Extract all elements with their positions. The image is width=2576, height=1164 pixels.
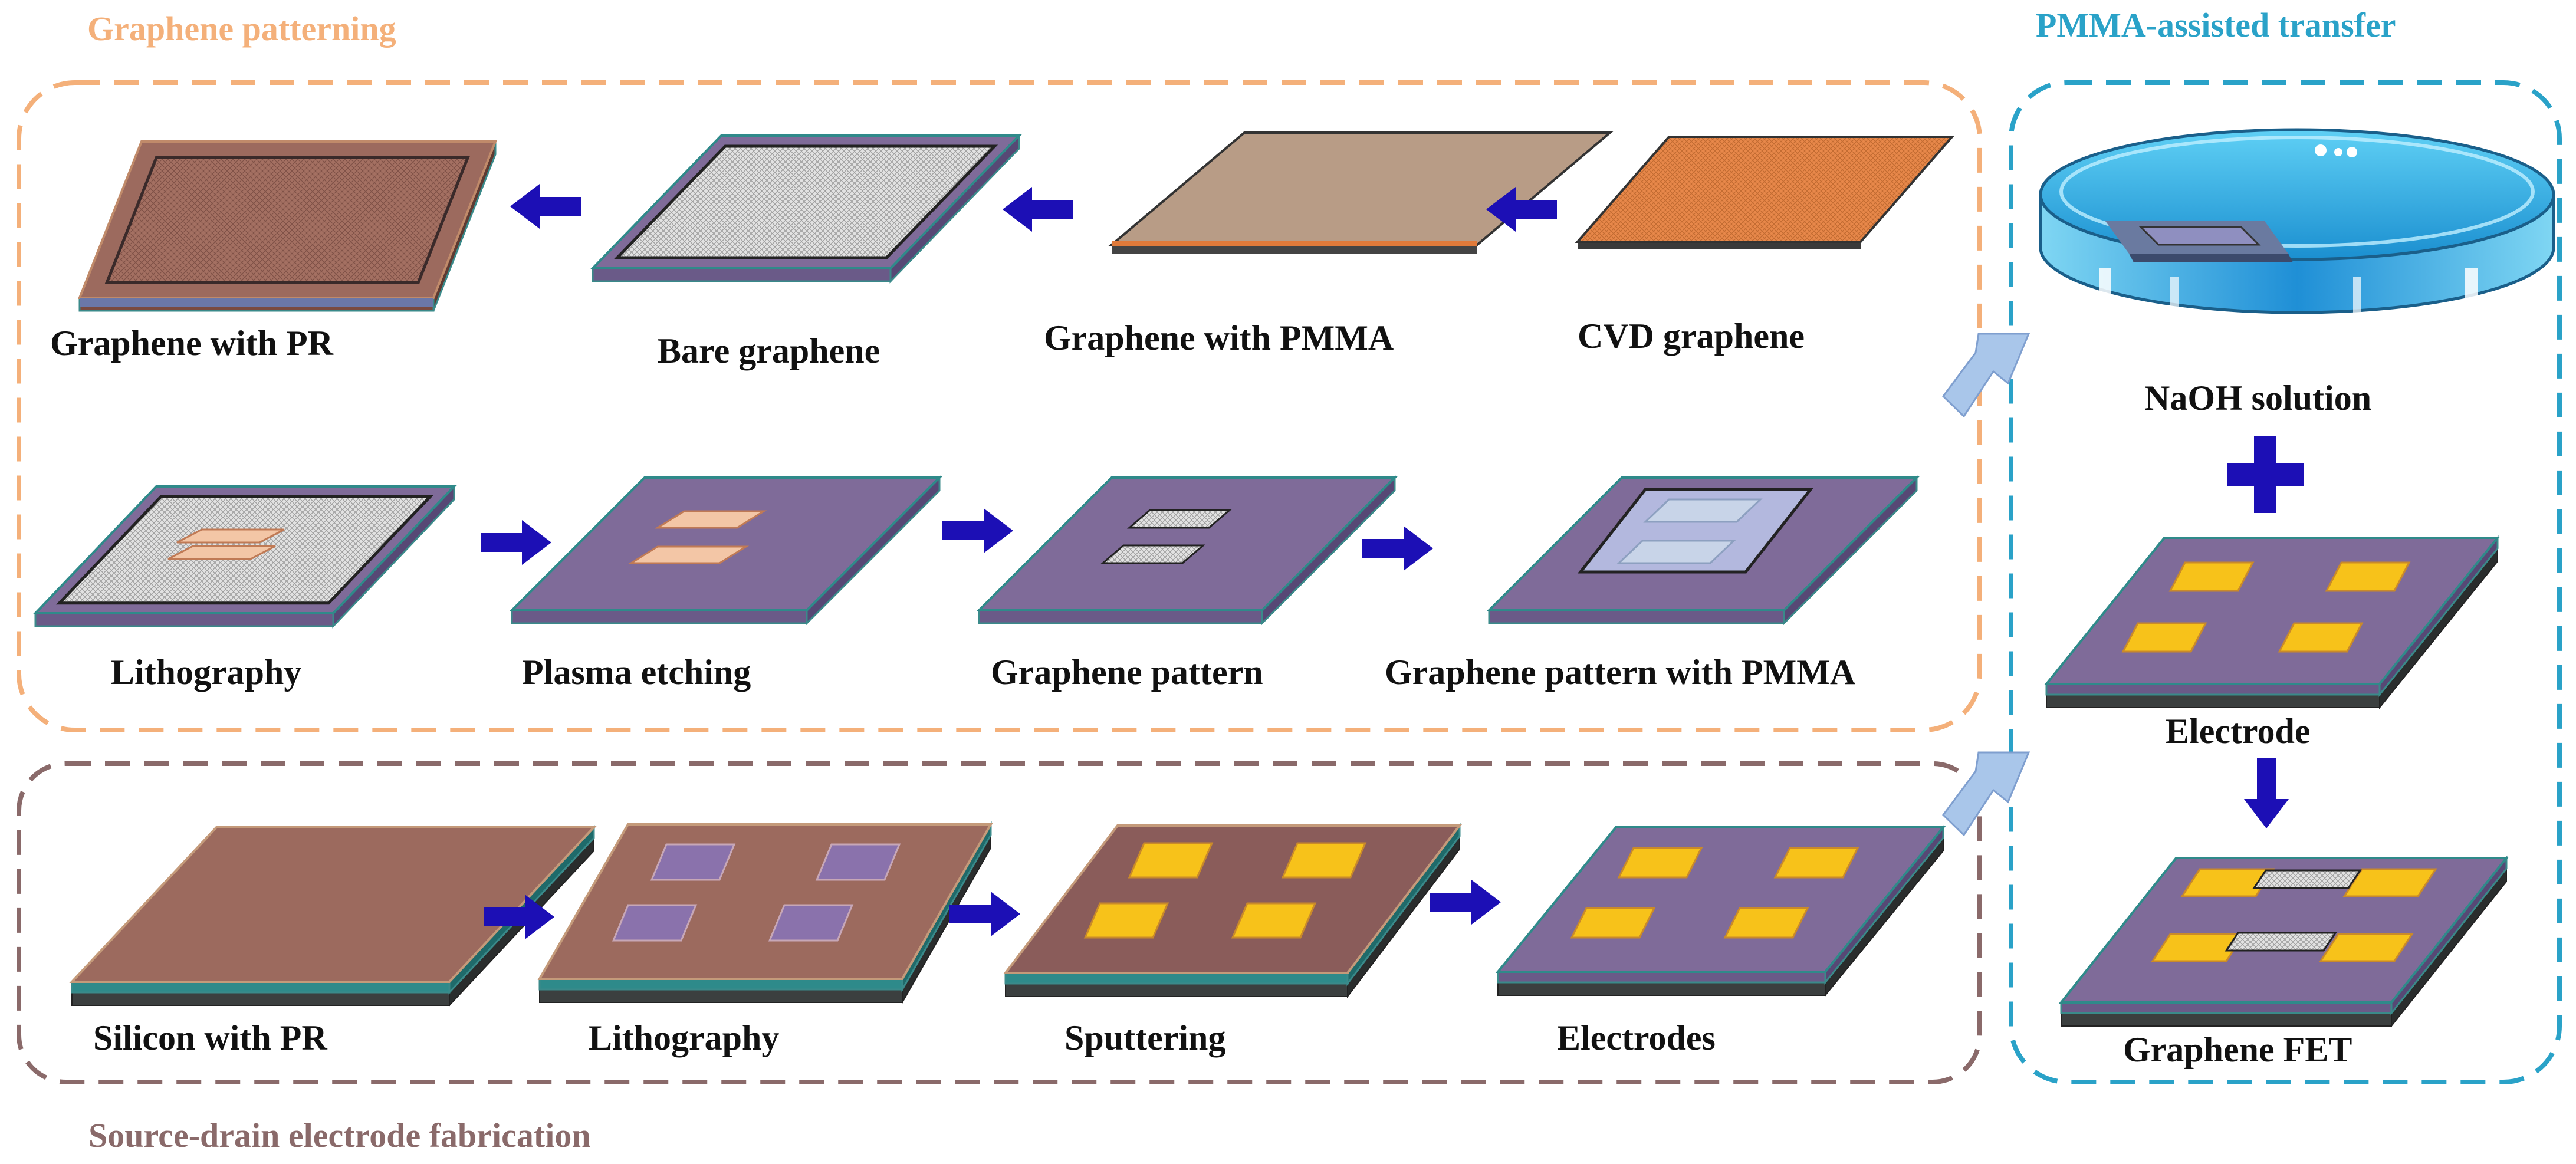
transfer-arrow-lower xyxy=(1942,751,2030,837)
slab-lithography-graphene xyxy=(32,484,457,629)
label-plasma-etching: Plasma etching xyxy=(522,653,751,692)
label-cvd-graphene: CVD graphene xyxy=(1578,317,1805,356)
arrow-down-1 xyxy=(2244,758,2289,828)
label-silicon-with-pr: Silicon with PR xyxy=(93,1018,327,1057)
slab-graphene-with-pr xyxy=(78,140,497,312)
naoh-petri-dish xyxy=(2039,128,2555,314)
arrow-right-2 xyxy=(942,508,1013,553)
pmma-transfer-frame xyxy=(2009,80,2562,1084)
row2-labels: Lithography Plasma etching Graphene patt… xyxy=(111,653,1855,692)
arrow-left-1 xyxy=(510,184,581,229)
arrow-right-5 xyxy=(949,892,1020,936)
slab-electrodes xyxy=(1495,824,1946,997)
label-lithography-electrode: Lithography xyxy=(589,1018,779,1057)
section-title-electrode-fabrication: Source-drain electrode fabrication xyxy=(88,1116,591,1155)
arrow-right-4 xyxy=(484,895,554,939)
label-graphene-fet: Graphene FET xyxy=(2123,1030,2352,1069)
slab-plasma-etching xyxy=(509,475,942,626)
label-electrode: Electrode xyxy=(2166,712,2310,751)
arrow-left-3 xyxy=(1486,187,1557,232)
process-arrows xyxy=(481,184,2289,939)
section-title-graphene-patterning: Graphene patterning xyxy=(87,9,396,48)
label-sputtering: Sputtering xyxy=(1064,1018,1225,1057)
label-lithography-graphene: Lithography xyxy=(111,653,301,692)
row1-labels: Graphene with PR Bare graphene Graphene … xyxy=(50,317,1805,370)
electrode-fabrication-frame xyxy=(17,761,1982,1084)
slab-lithography-electrode xyxy=(537,821,993,1005)
slab-bare-graphene xyxy=(590,133,1022,284)
transfer-labels: NaOH solution Electrode Graphene FET xyxy=(2123,379,2371,1069)
graphene-patterning-frame xyxy=(17,80,1982,732)
transfer-arrow-upper xyxy=(1942,333,2030,418)
slab-graphene-fet xyxy=(2058,855,2509,1028)
label-electrodes: Electrodes xyxy=(1557,1018,1716,1057)
slab-sputtering xyxy=(1003,823,1463,998)
label-graphene-with-pmma: Graphene with PMMA xyxy=(1044,318,1394,357)
label-bare-graphene: Bare graphene xyxy=(658,331,880,370)
slab-graphene-pattern xyxy=(976,475,1398,626)
slab-cvd-graphene xyxy=(1575,136,1955,249)
slab-electrode-transfer xyxy=(2043,535,2501,709)
slab-graphene-with-pmma xyxy=(1108,131,1614,254)
slab-graphene-pattern-with-pmma xyxy=(1486,475,1920,626)
section-title-pmma-transfer: PMMA-assisted transfer xyxy=(2036,6,2396,44)
label-naoh-solution: NaOH solution xyxy=(2144,379,2371,417)
label-graphene-pattern-with-pmma: Graphene pattern with PMMA xyxy=(1385,653,1855,692)
arrow-right-1 xyxy=(481,520,551,565)
arrow-right-3 xyxy=(1362,526,1433,571)
sample-slabs xyxy=(32,131,2509,1028)
label-graphene-pattern: Graphene pattern xyxy=(991,653,1263,692)
arrow-right-6 xyxy=(1430,880,1501,925)
arrow-left-2 xyxy=(1003,187,1073,232)
label-graphene-with-pr: Graphene with PR xyxy=(50,324,334,363)
row3-labels: Silicon with PR Lithography Sputtering E… xyxy=(93,1018,1716,1057)
plus-icon xyxy=(2227,436,2304,513)
